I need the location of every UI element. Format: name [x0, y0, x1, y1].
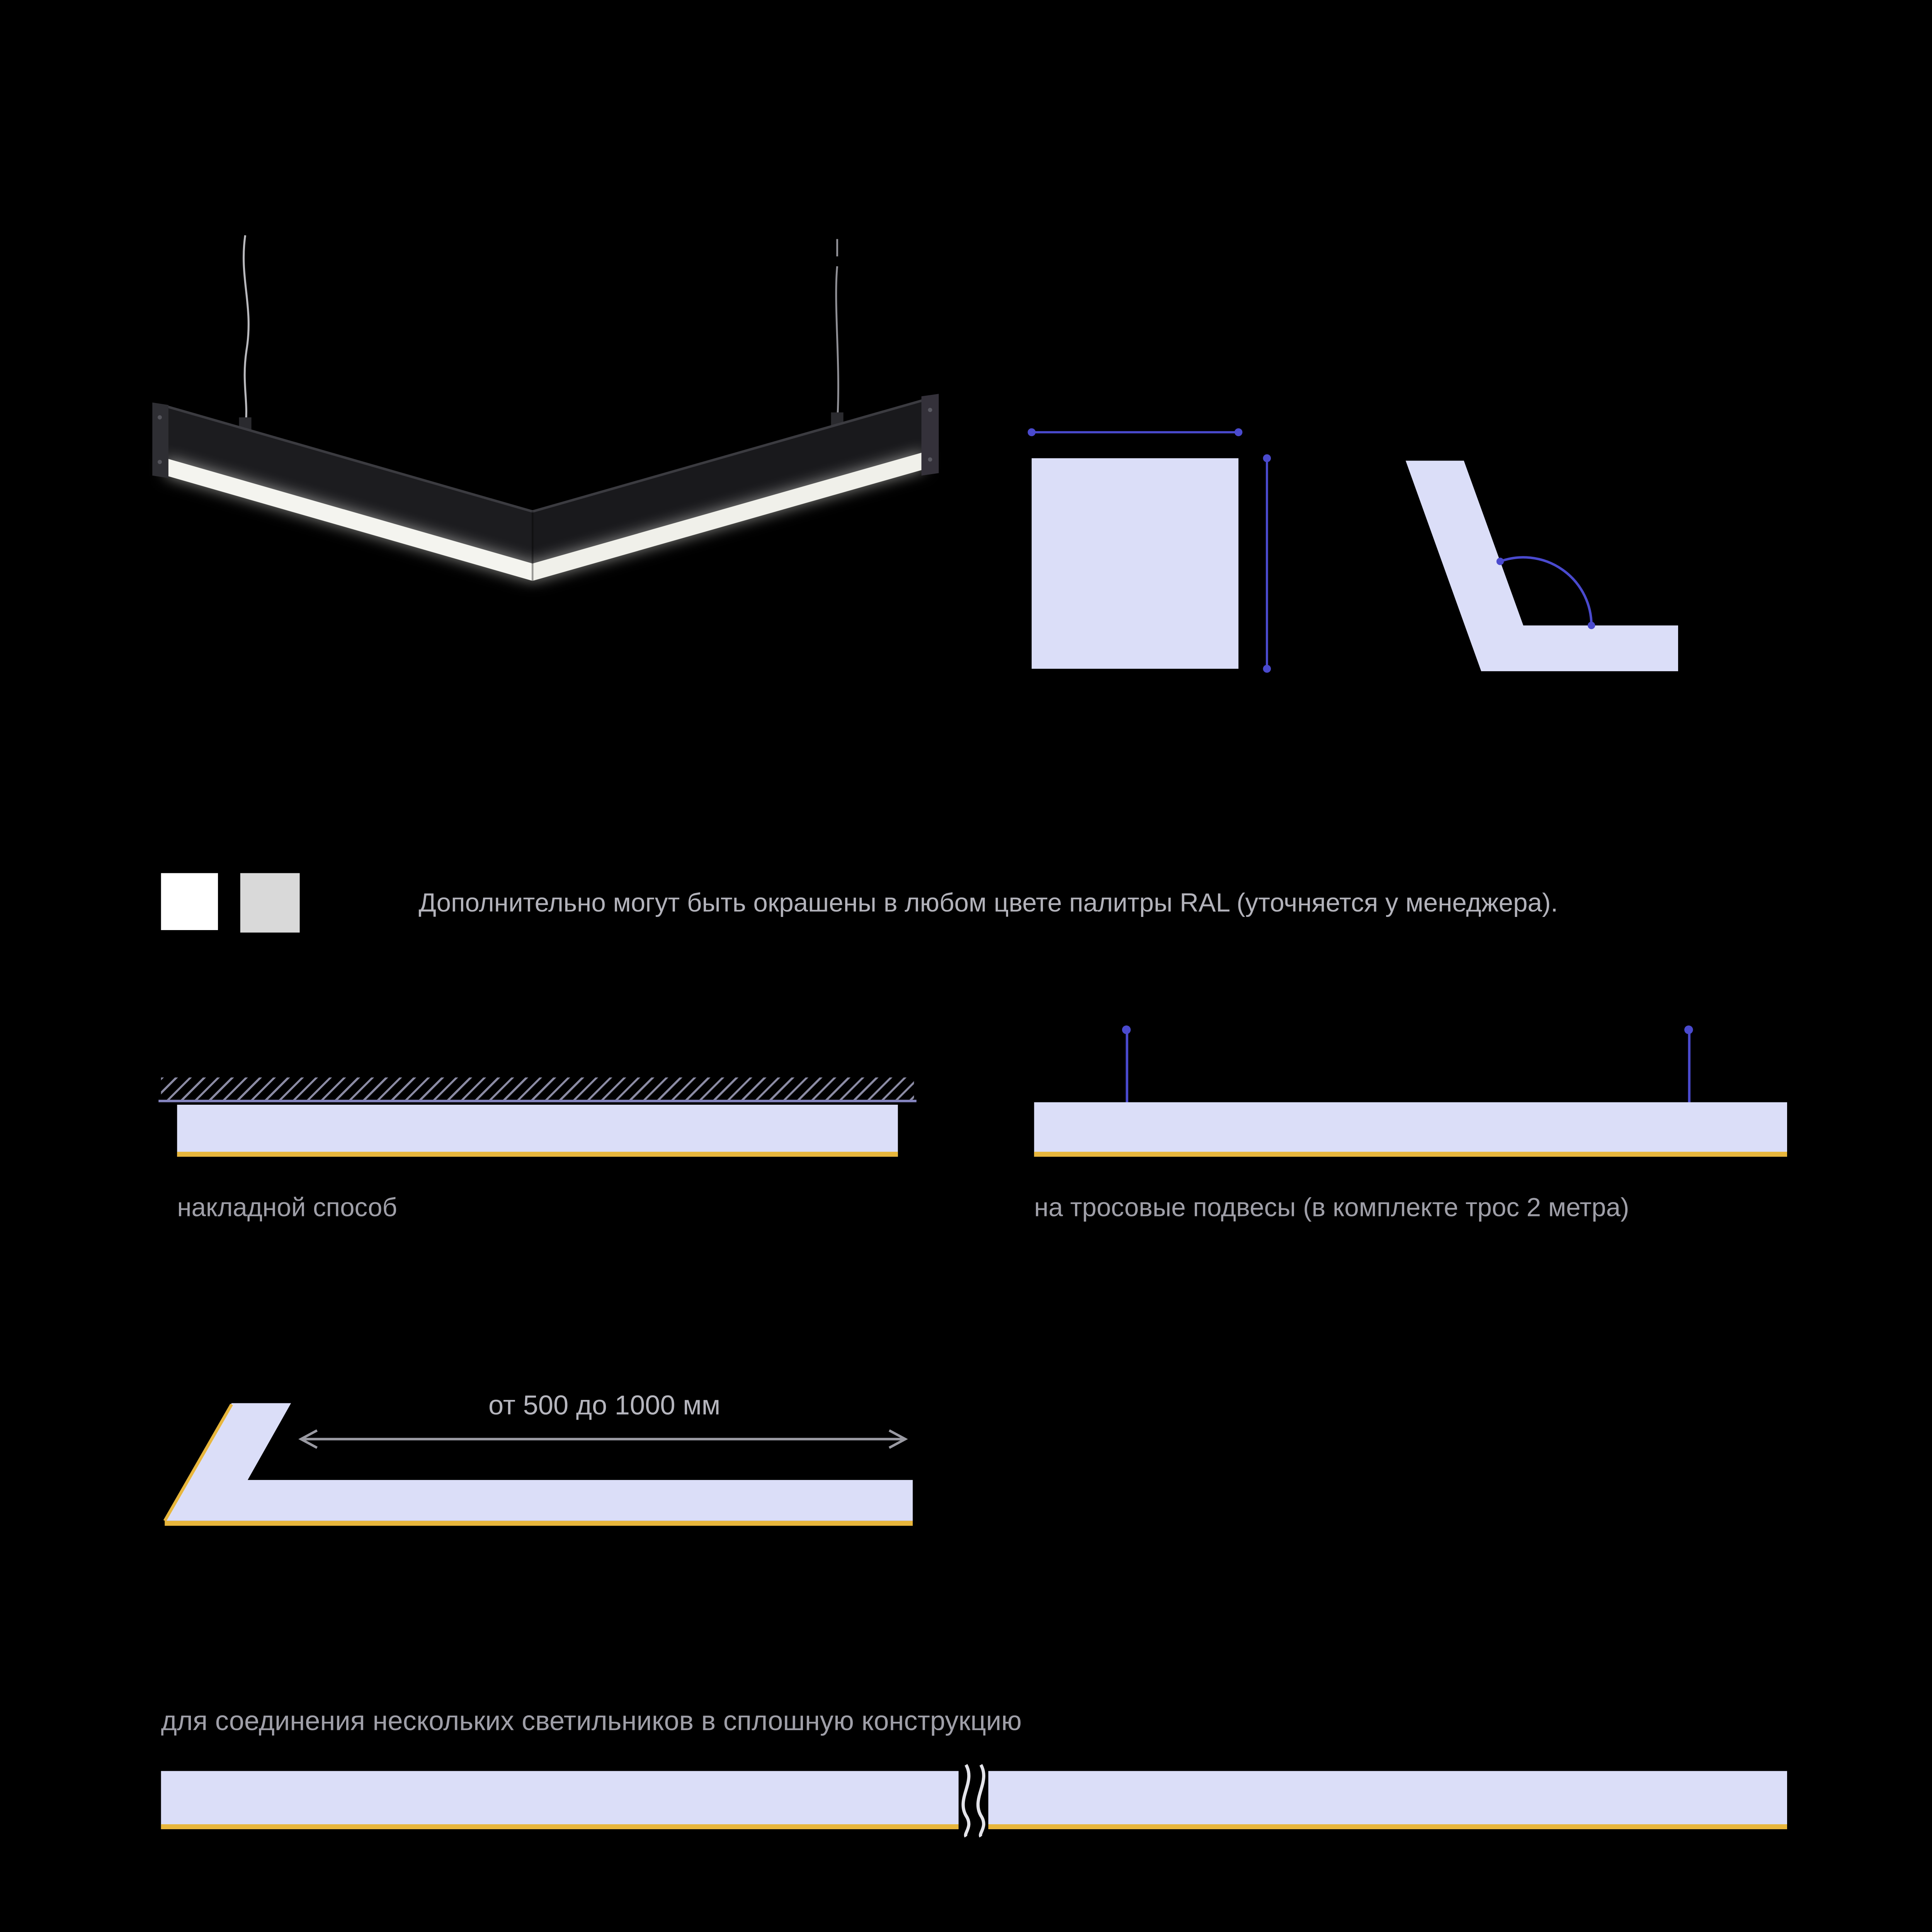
- color-swatch-gray: [240, 873, 300, 933]
- angle-profile-diagram: [1405, 461, 1678, 672]
- led-diffuser-left: [166, 458, 533, 581]
- cable-line-left: [1126, 1033, 1128, 1102]
- screw-icon: [928, 408, 932, 412]
- screw-icon: [158, 415, 162, 420]
- lamp-top-edge: [165, 399, 924, 513]
- dimension-dot: [1496, 558, 1504, 565]
- break-symbol-icon: [958, 1764, 988, 1838]
- length-range-label: от 500 до 1000 мм: [488, 1389, 721, 1421]
- angle-arc: [1500, 556, 1593, 626]
- cross-section-dimension-diagram: [1027, 428, 1271, 673]
- length-diagram: [163, 1403, 913, 1526]
- dimension-dot: [1263, 454, 1271, 463]
- profile-square: [1031, 458, 1239, 669]
- color-swatch-white: [161, 873, 218, 930]
- dimension-dot: [1587, 621, 1595, 629]
- end-cap-right: [921, 394, 939, 476]
- gold-diagonal-edge: [163, 1403, 233, 1522]
- lamp-arm-left: [166, 406, 533, 564]
- screw-icon: [158, 460, 162, 464]
- luminaire-photo: [152, 235, 939, 581]
- dimension-dot: [1234, 428, 1243, 436]
- cable-mount-label: на тросовые подвесы (в комплекте трос 2 …: [1034, 1194, 1629, 1223]
- end-cap-left: [152, 402, 168, 478]
- suspension-wire-left: [243, 235, 250, 428]
- cable-line-right: [1688, 1033, 1690, 1102]
- angle-profile-shape: [1405, 461, 1678, 672]
- ceiling-line: [158, 1100, 917, 1102]
- length-arrow: [298, 1429, 908, 1449]
- dimension-dot: [1263, 665, 1271, 673]
- screw-icon: [928, 457, 932, 462]
- suspension-wire-right: [835, 239, 839, 424]
- surface-mount-luminaire-bar: [177, 1104, 898, 1157]
- connection-label: для соединения нескольких светильников в…: [161, 1705, 1022, 1736]
- cable-anchor-dot: [1684, 1025, 1693, 1034]
- surface-mount-label: накладной способ: [177, 1194, 397, 1223]
- cable-mount-luminaire-bar: [1034, 1102, 1787, 1157]
- cable-anchor-dot: [1122, 1025, 1131, 1034]
- dimension-dot: [1027, 428, 1036, 436]
- lamp-arm-right: [532, 400, 924, 564]
- ceiling-hatch: [161, 1077, 914, 1100]
- angled-luminaire-profile: [165, 1403, 913, 1521]
- ral-note: Дополнительно могут быть окрашены в любо…: [418, 889, 1558, 918]
- led-diffuser-right: [532, 452, 924, 581]
